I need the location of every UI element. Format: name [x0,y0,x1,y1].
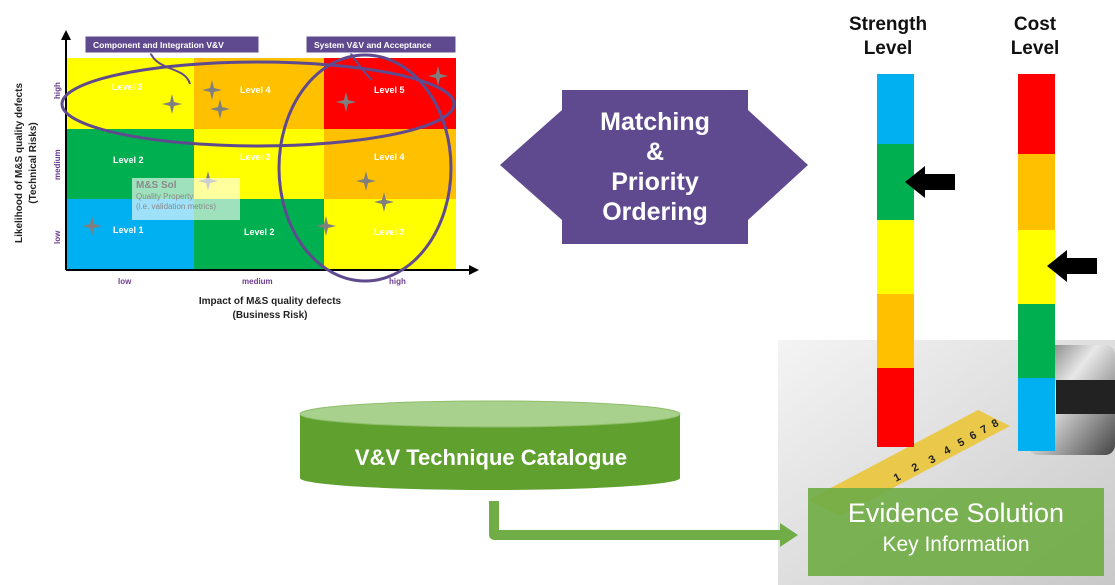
cost-segment-4 [1018,304,1055,378]
cost-heading-line2: Level [1010,38,1060,59]
component-callout [84,35,260,54]
x-tick-high: high [389,277,406,286]
x-axis-arrow-icon [469,265,479,275]
ms-sol-box: M&S Sol Quality Property (i.e. validatio… [132,178,240,220]
cost-heading: Cost Level [990,13,1080,61]
star-icon [356,171,376,191]
tape-number: 8 [990,417,1001,430]
cell-high-low [67,58,194,129]
matching-line4: Ordering [602,198,708,226]
y-axis-arrow-icon [61,30,71,40]
catalogue-cylinder [299,400,681,490]
matching-label: Matching & Priority Ordering [562,90,748,244]
ms-sol-line1: Quality Property [136,192,194,201]
catalogue-to-evidence-arrow [489,501,798,547]
system-callout [305,35,457,54]
x-axis-title-line2: (Business Risk) [232,310,307,321]
cell-label-high-low: Level 3 [112,82,143,92]
strength-pointer-arrow-icon [905,166,955,198]
matching-double-arrow [500,90,808,244]
cost-heading-line1: Cost [1013,14,1057,35]
tape-number: 3 [927,453,938,466]
component-callout-text: Component and Integration V&V [93,40,224,50]
cell-label-medium-high: Level 4 [374,152,405,162]
strength-segment-3 [877,220,914,294]
matching-line3: Priority [611,168,699,196]
star-icon [202,80,222,100]
double-arrow-shape [500,90,808,244]
tape-number: 6 [968,429,979,442]
ms-sol-title: M&S Sol [136,180,177,191]
star-icon [428,66,448,86]
star-icon [374,192,394,212]
tape-number: 5 [956,436,967,449]
y-tick-medium: medium [53,149,62,180]
strength-segment-1 [877,74,914,144]
cell-medium-high [324,129,456,199]
catalogue-label: V&V Technique Catalogue [354,445,628,470]
x-tick-medium: medium [242,277,273,286]
strength-segment-5 [877,368,914,447]
cell-label-medium-medium: Level 3 [240,152,271,162]
tape-number: 2 [910,461,921,474]
system-ellipse [277,53,453,283]
cost-segment-2 [1018,154,1055,230]
cell-label-low-medium: Level 2 [244,227,275,237]
star-icon [210,99,230,119]
strength-segment-4 [877,294,914,368]
ms-sol-line2: (i.e. validation metrics) [136,202,217,211]
component-callout-leader [149,51,191,85]
x-axis-title-line1: Impact of M&S quality defects [199,296,342,307]
y-tick-low: low [53,230,62,244]
cell-label-high-medium: Level 4 [240,85,271,95]
strength-heading-line1: Strength [848,14,928,35]
strength-heading-line2: Level [863,38,913,59]
arrowhead-icon [780,523,798,547]
cost-pointer-arrow-icon [1047,250,1097,282]
evidence-subtitle: Key Information [882,533,1030,556]
risk-matrix: Level 3 Level 4 Level 5 Level 2 Level 3 … [14,30,479,321]
cost-segment-1 [1018,74,1055,154]
y-tick-high: high [53,82,62,99]
tape-number: 1 [892,471,903,484]
cell-label-high-high: Level 5 [374,85,405,95]
matching-line2: & [645,138,665,166]
cell-label-medium-low: Level 2 [113,155,144,165]
y-axis-title-line2: (Technical Risks) [28,122,39,204]
cell-label-low-high: Level 3 [374,227,405,237]
cell-high-medium [194,58,324,129]
star-icon [162,94,182,114]
component-ellipse [60,60,456,148]
y-axis-title-line1: Likelihood of M&S quality defects [14,83,25,243]
evidence-solution-box: Evidence Solution Key Information [808,488,1104,576]
system-callout-leader [349,51,373,81]
matching-line1: Matching [600,108,710,136]
cell-label-low-low: Level 1 [113,225,144,235]
system-callout-text: System V&V and Acceptance [314,40,432,50]
star-icon [82,216,102,236]
strength-level-bar [877,74,914,447]
star-icon [316,216,336,236]
star-icon [336,92,356,112]
tape-number: 7 [979,423,990,436]
strength-heading: Strength Level [838,13,938,61]
tape-number: 4 [942,444,954,458]
x-tick-low: low [118,277,132,286]
cost-level-bar [1018,74,1055,451]
evidence-title: Evidence Solution [847,498,1065,528]
cost-segment-5 [1018,378,1055,451]
